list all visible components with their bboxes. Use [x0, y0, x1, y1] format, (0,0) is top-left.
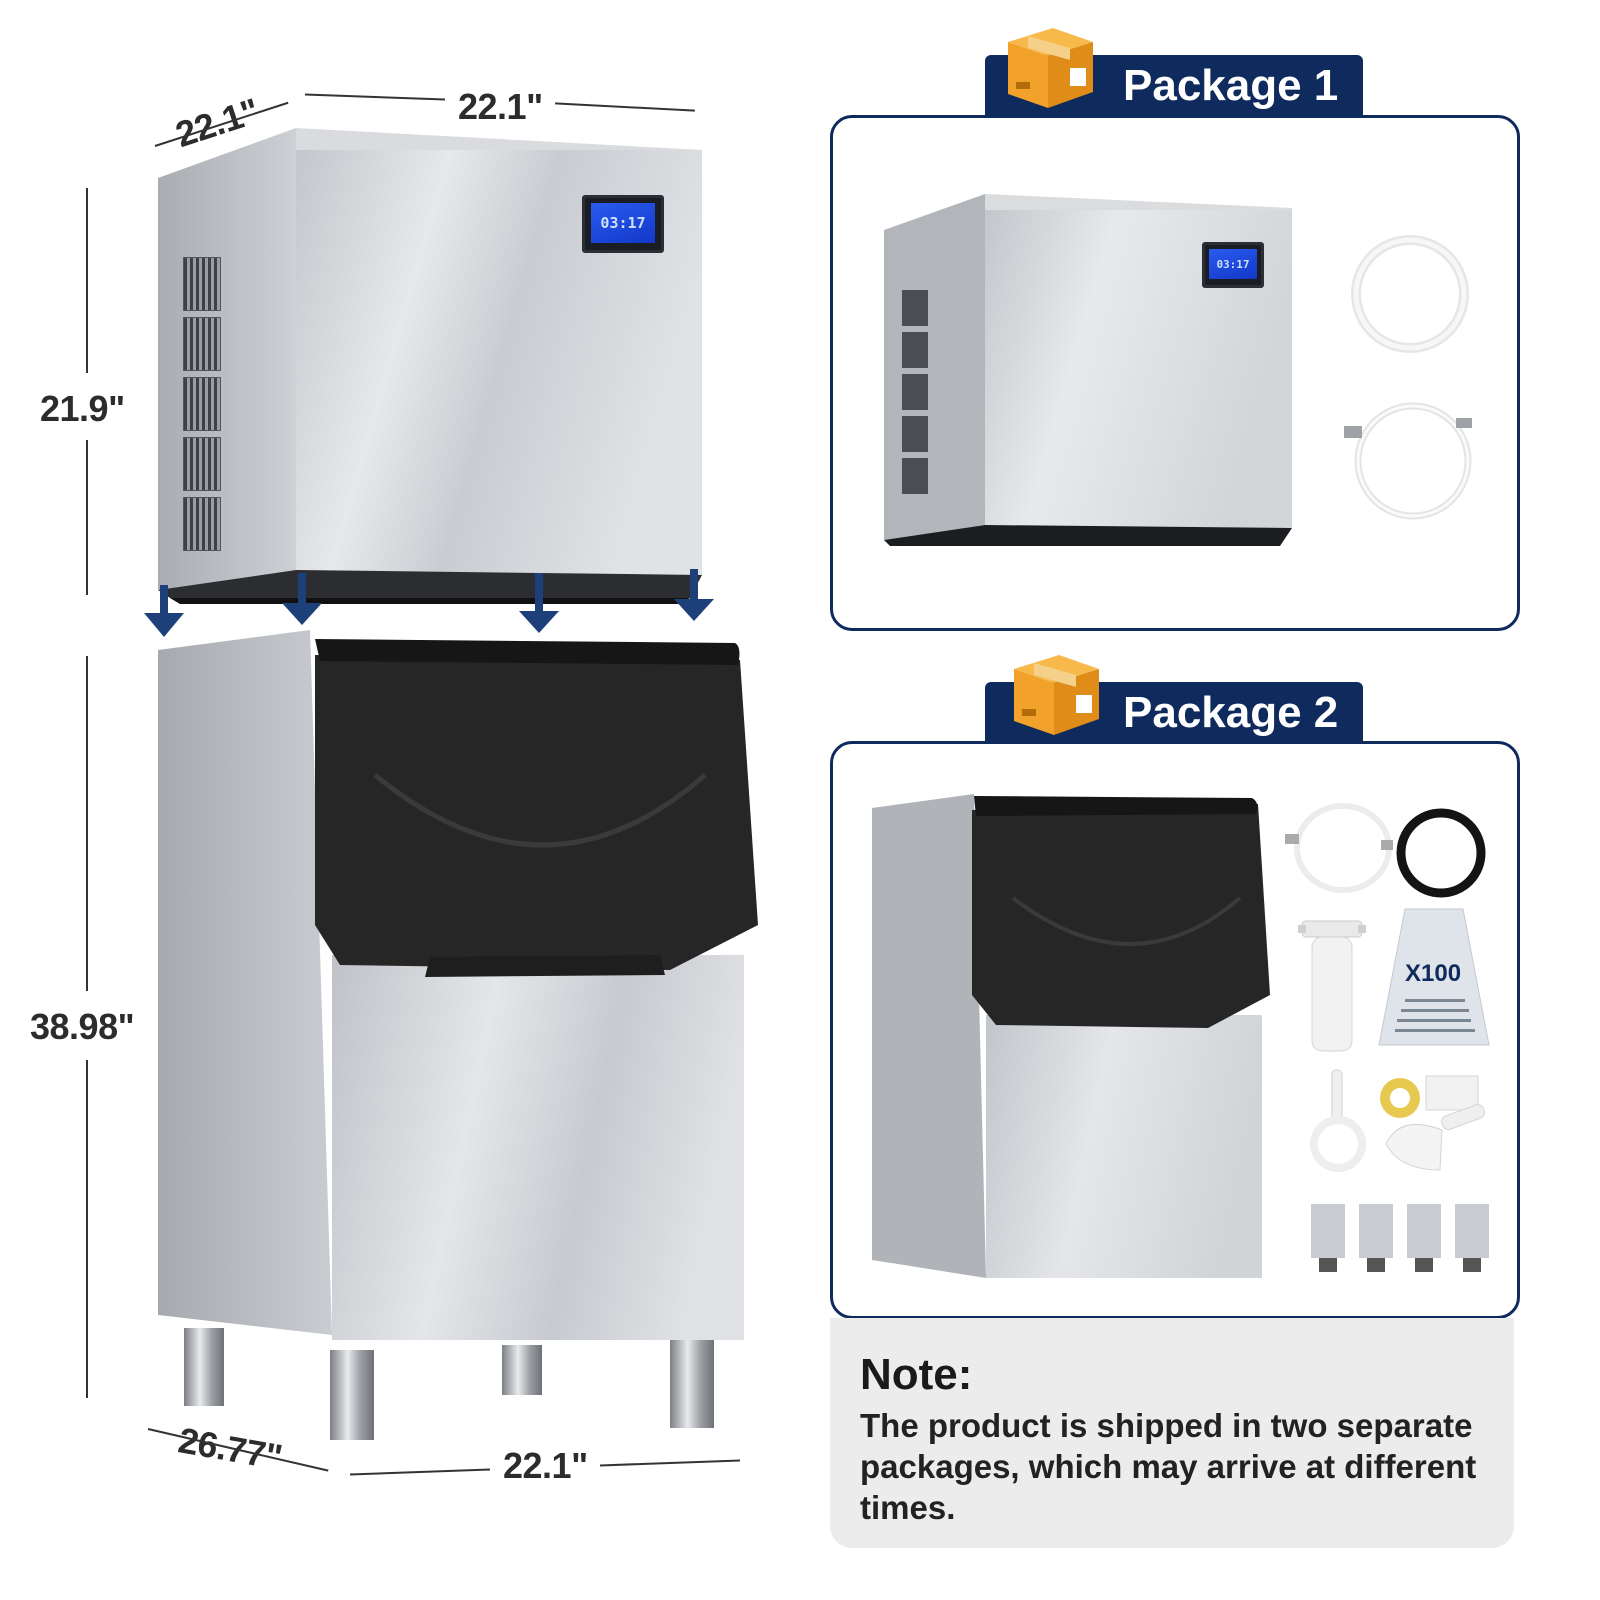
- inlet-hose: [1285, 803, 1393, 893]
- sealing-tape: [1380, 1078, 1420, 1118]
- dim-bottom-width: 22.1": [503, 1445, 588, 1486]
- dim-line-top-width-right: [555, 102, 695, 112]
- dim-line-top-width-left: [305, 93, 445, 101]
- package-2-ice-bin: [872, 794, 1270, 1278]
- dim-line-bin-height-upper: [86, 656, 88, 991]
- ice-maker-head: [158, 128, 702, 604]
- note-line-1: The product is shipped in two separate: [860, 1407, 1473, 1444]
- ice-bags: [1378, 908, 1490, 1046]
- dim-top-width: 22.1": [458, 86, 543, 127]
- water-hose-coil: [1351, 235, 1469, 353]
- package-1-label: Package 1: [1123, 61, 1339, 110]
- ice-bag-count: X100: [1405, 960, 1462, 987]
- dim-top-height: 21.9": [40, 388, 125, 429]
- leg-front-right: [670, 1340, 714, 1428]
- note-title: Note:: [860, 1350, 973, 1399]
- package-1-lcd-screen: 03:17: [1209, 249, 1257, 279]
- drain-hose-coil: [1344, 402, 1472, 520]
- ice-storage-bin: [158, 630, 758, 1340]
- package-box-icon: [1014, 655, 1099, 735]
- side-vents: [183, 257, 221, 551]
- mount-arrows: [144, 569, 714, 637]
- control-panel: 03:17: [582, 195, 664, 253]
- filter-wrench: [1310, 1069, 1366, 1172]
- package-1-control-panel: 03:17: [1202, 242, 1264, 288]
- leveling-legs: [1311, 1204, 1489, 1272]
- leg-back-right: [502, 1345, 542, 1395]
- dim-line-top-height-upper: [86, 188, 88, 373]
- dim-bin-height: 38.98": [30, 1006, 135, 1047]
- ice-scoop: [1385, 1104, 1485, 1171]
- note-box: [830, 1318, 1514, 1548]
- note-line-3: times.: [860, 1489, 956, 1526]
- dim-line-top-height-lower: [86, 440, 88, 595]
- lcd-screen: 03:17: [591, 203, 655, 243]
- mounting-bracket: [1425, 1075, 1479, 1111]
- water-filter: [1298, 920, 1366, 1052]
- leg-back-left: [184, 1328, 224, 1406]
- package-2-label: Package 2: [1123, 688, 1339, 737]
- black-drain-tube: [1396, 808, 1486, 898]
- dim-line-bottom-width-left: [350, 1468, 490, 1476]
- dim-line-bottom-width-right: [600, 1459, 740, 1467]
- package-box-icon: [1008, 28, 1093, 108]
- note-text: The product is shipped in two separate p…: [860, 1405, 1510, 1528]
- note-line-2: packages, which may arrive at different: [860, 1448, 1477, 1485]
- leg-front-left: [330, 1350, 374, 1440]
- dim-line-bin-height-lower: [86, 1060, 88, 1398]
